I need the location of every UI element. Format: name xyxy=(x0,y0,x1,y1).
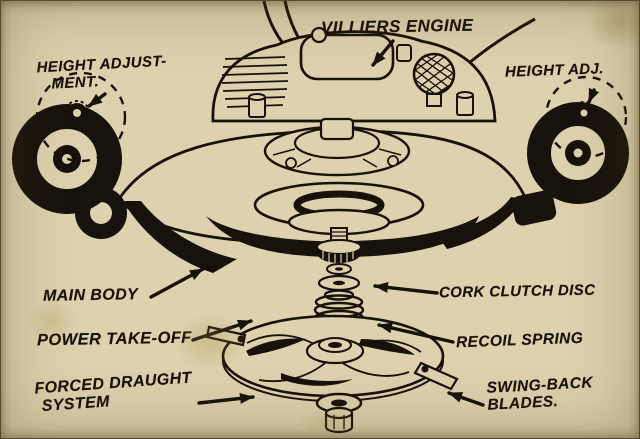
fuel-cap xyxy=(310,26,328,44)
label-villiers-engine: VILLIERS ENGINE xyxy=(320,15,474,38)
label-height-adj-right: HEIGHT ADJ. xyxy=(504,60,605,81)
cork-clutch-disc-part xyxy=(317,263,361,292)
arrow-main-body-icon xyxy=(149,267,205,299)
arrow-villiers-engine-icon xyxy=(371,39,395,67)
arrow-forced-draught-icon xyxy=(197,392,255,405)
swing-back-blade-right xyxy=(413,361,459,391)
power-take-off-pulley xyxy=(253,181,425,243)
knurled-nut xyxy=(316,239,362,263)
left-wheel xyxy=(12,71,127,239)
arrow-cork-clutch-disc-icon xyxy=(373,281,439,295)
right-wheel xyxy=(511,75,629,226)
arrow-power-take-off-icon xyxy=(191,319,253,342)
arrow-height-adjust-left-icon xyxy=(87,92,107,108)
height-adjuster-knob-left xyxy=(64,100,90,126)
height-adjuster-knob-right xyxy=(572,101,596,125)
height-position-dashed-circle-left xyxy=(35,71,127,163)
fan-plate xyxy=(205,314,459,402)
label-cork-clutch-disc: CORK CLUTCH DISC xyxy=(438,281,596,302)
label-power-take-off: POWER TAKE-OFF xyxy=(36,328,192,350)
retaining-bolt xyxy=(315,392,363,434)
engine-illustration xyxy=(211,26,497,123)
arrow-height-adj-right-icon xyxy=(587,87,600,104)
arrow-swing-back-blades-icon xyxy=(447,391,485,407)
fuel-tank xyxy=(299,33,395,81)
label-main-body: MAIN BODY xyxy=(42,286,139,305)
height-position-dashed-circle-right xyxy=(544,75,628,159)
label-swing-back-blades: SWING-BACK BLADES. xyxy=(486,374,594,414)
arrow-recoil-spring-icon xyxy=(377,322,455,344)
deck-bolts xyxy=(248,91,474,118)
spark-plug xyxy=(396,44,412,62)
label-height-adjustment-left: HEIGHT ADJUST- MENT. xyxy=(36,53,168,94)
